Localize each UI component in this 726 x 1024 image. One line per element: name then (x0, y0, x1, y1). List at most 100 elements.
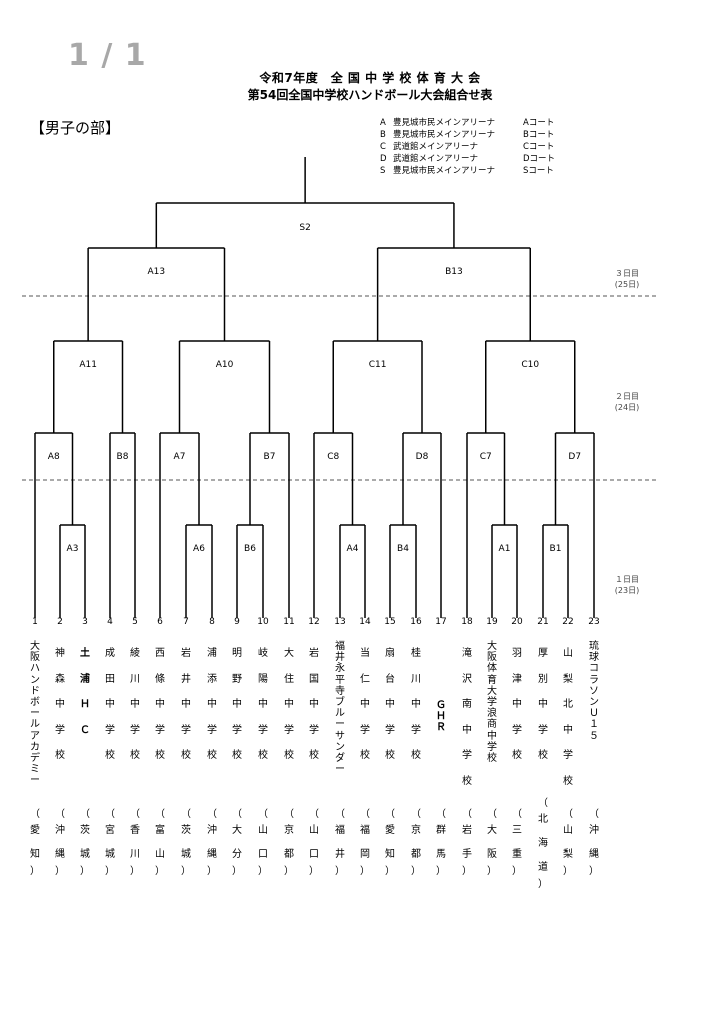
team-number: 5 (132, 617, 138, 627)
team-name-char: 校 (309, 750, 319, 761)
team-name-char: 大 (487, 641, 497, 652)
team-prefecture: （群馬） (433, 809, 449, 877)
prefecture-char: ） (232, 866, 242, 877)
prefecture-char: ） (105, 866, 115, 877)
team-name-char: Ｈ (436, 711, 446, 723)
prefecture-char: ） (335, 866, 345, 877)
team-name-char: 寺 (335, 685, 345, 697)
match-label: B7 (264, 452, 276, 462)
prefecture-char: 山 (309, 825, 319, 836)
team-name-char: 校 (512, 750, 522, 761)
team-name-char: 中 (55, 699, 65, 710)
prefecture-char: 大 (487, 825, 497, 836)
team-name-char: 添 (207, 673, 217, 685)
prefecture-char: 梨 (563, 849, 573, 860)
team-name-char: 浦 (207, 648, 217, 659)
prefecture-char: ） (207, 866, 217, 877)
team-number: 8 (209, 617, 215, 627)
team-name-char: 学 (360, 724, 370, 736)
venue-code: D (380, 154, 387, 164)
prefecture-char: 大 (232, 825, 242, 836)
team-prefecture: （愛知） (27, 810, 43, 877)
match-label: D8 (416, 452, 429, 462)
match-label: A3 (67, 544, 79, 554)
prefecture-char: 馬 (436, 849, 446, 860)
team-name-char: ラ (589, 674, 599, 686)
team-name-char: 校 (385, 750, 395, 761)
team-name-char: 校 (538, 750, 548, 761)
prefecture-char: ） (589, 866, 599, 877)
prefecture-char: （ (538, 798, 548, 809)
team-name-char: 中 (563, 724, 573, 736)
team-name-vertical: 岩井中学校 (178, 641, 194, 769)
prefecture-char: （ (80, 809, 90, 820)
team-name-char: 明 (232, 648, 242, 659)
venue-row-c: C 武道館メインアリーナ Cコート (380, 141, 555, 153)
team-name-vertical: 滝沢南中学校 (459, 641, 475, 794)
team-name-char: 井 (181, 673, 191, 685)
title-line-1: 令和7年度 全 国 中 学 校 体 育 大 会 (259, 71, 481, 85)
division-label: 【男子の部】 (30, 119, 121, 137)
team-name-char: Ｇ (436, 700, 446, 711)
team-name-vertical: 厚別中学校 (535, 641, 551, 769)
prefecture-char: （ (207, 809, 217, 820)
team-name-char: 別 (538, 673, 548, 685)
prefecture-char: 縄 (207, 849, 217, 860)
team-name-char: 厚 (538, 648, 548, 659)
team-name-char: 川 (130, 673, 140, 685)
team-name-char: ブ (335, 696, 345, 708)
prefecture-char: ） (30, 866, 40, 877)
team-prefecture: （京都） (281, 810, 297, 877)
prefecture-char: （ (436, 809, 446, 820)
team-number: 15 (384, 617, 396, 627)
team-number: 4 (107, 617, 113, 627)
team-name-char: 学 (512, 724, 522, 736)
prefecture-char: 阪 (487, 849, 497, 860)
prefecture-char: ） (385, 866, 395, 877)
team-name-char: 中 (130, 699, 140, 710)
team-name-char: ア (30, 730, 40, 742)
prefecture-char: （ (462, 809, 472, 820)
day-label: １日目 (615, 575, 639, 584)
match-label: A7 (174, 452, 186, 462)
prefecture-char: 縄 (589, 849, 599, 860)
team-name-char: ミ (30, 764, 40, 776)
prefecture-char: （ (181, 809, 191, 820)
team-name-char: 陽 (258, 673, 268, 685)
team-name-vertical: 当仁中学校 (357, 641, 373, 769)
prefecture-char: 都 (284, 849, 294, 860)
day-label: ２日目 (615, 392, 639, 401)
team-number: 17 (435, 617, 447, 627)
venue-row-s: S 豊見城市民メインアリーナ Sコート (380, 165, 555, 177)
team-name-vertical: 岐陽中学校 (255, 641, 271, 769)
team-name-char: 梨 (563, 673, 573, 685)
team-name-char: 学 (487, 741, 497, 753)
team-name-char: ー (335, 719, 345, 731)
team-name-char: 校 (207, 750, 217, 761)
team-name-char: ー (30, 775, 40, 787)
team-name-char: Ｈ (80, 699, 90, 710)
team-number: 22 (562, 617, 574, 627)
team-prefecture: （沖縄） (52, 810, 68, 877)
team-name-char: 綾 (130, 648, 140, 659)
prefecture-char: （ (385, 809, 395, 820)
prefecture-char: 知 (30, 849, 40, 860)
team-prefecture: （福井） (332, 810, 348, 877)
team-name-char: 浦 (80, 673, 90, 685)
team-name-char: 阪 (487, 652, 497, 664)
prefecture-char: ） (512, 866, 522, 877)
prefecture-char: 沖 (207, 825, 217, 836)
venue-name: 豊見城市民メインアリーナ (393, 118, 496, 128)
team-name-char: ド (30, 685, 40, 697)
team-name-char: ル (335, 708, 345, 720)
prefecture-char: 沖 (589, 825, 599, 836)
team-name-char: 台 (385, 673, 395, 685)
match-label: A13 (148, 267, 166, 277)
prefecture-char: ） (55, 866, 65, 877)
team-prefecture: （大分） (229, 810, 245, 877)
team-name-char: 琉 (589, 641, 599, 652)
team-name-char: 土 (80, 648, 90, 659)
team-number: 20 (511, 617, 523, 627)
